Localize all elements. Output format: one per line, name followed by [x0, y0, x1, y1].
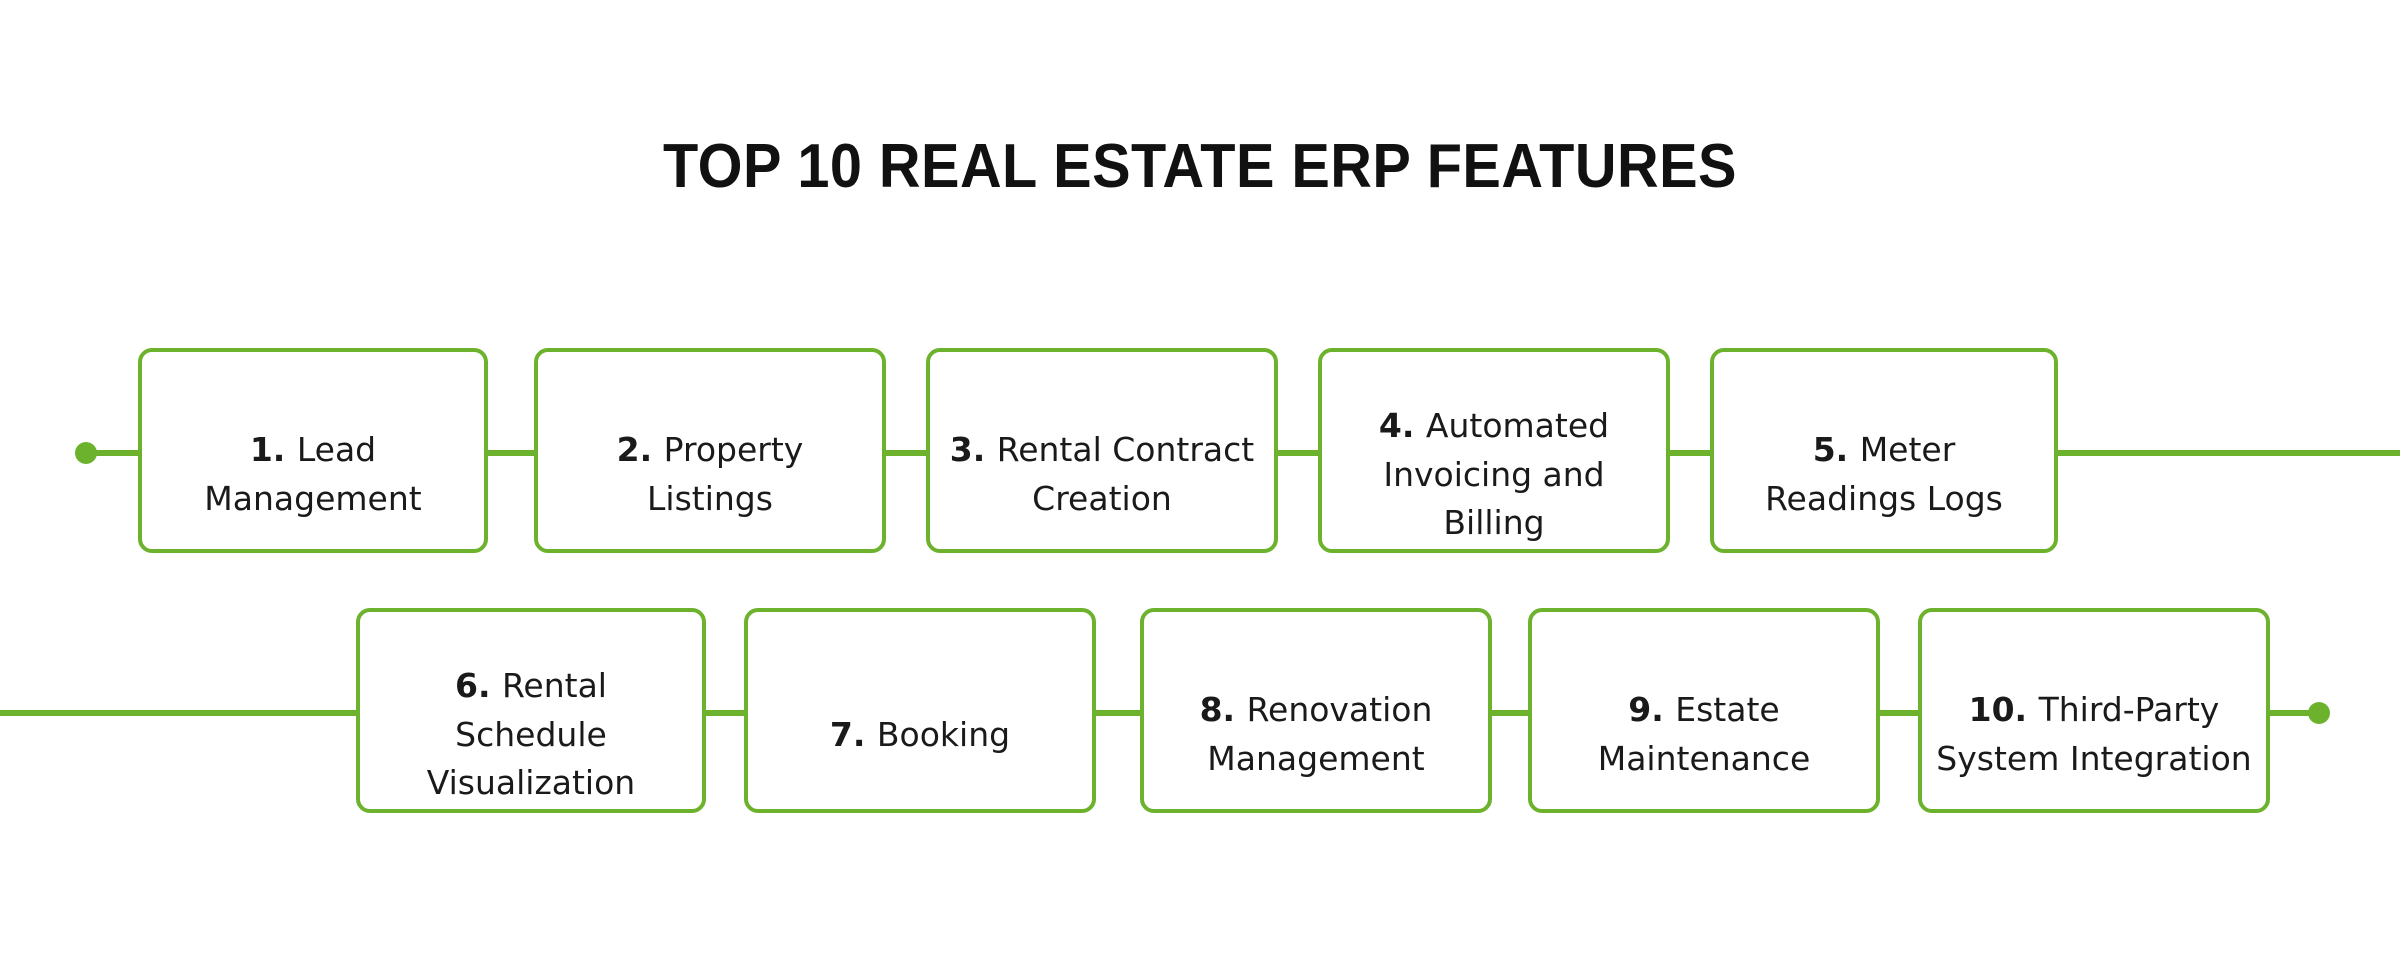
feature-node-3[interactable]: 3. Rental Contract Creation — [926, 348, 1278, 553]
connector-4-to-5 — [1664, 450, 1716, 456]
feature-node-4-text: Automated Invoicing and Billing — [1383, 406, 1610, 542]
feature-node-10[interactable]: 10. Third-Party System Integration — [1918, 608, 2270, 813]
feature-node-10-text: Third-Party System Integration — [1936, 690, 2252, 778]
feature-node-6-text: Rental Schedule Visualization — [426, 666, 636, 802]
feature-node-3-number: 3. — [949, 430, 997, 470]
feature-node-1[interactable]: 1. Lead Management — [138, 348, 488, 553]
feature-node-7-text: Booking — [876, 714, 1011, 754]
feature-node-8-label: 8. Renovation Management — [1200, 638, 1433, 783]
feature-node-1-label: 1. Lead Management — [204, 378, 421, 523]
connector-10-to-end — [2264, 710, 2322, 716]
feature-node-6-label: 6. Rental Schedule Visualization — [427, 614, 635, 807]
connector-6-to-7 — [700, 710, 746, 716]
connector-1-to-2 — [480, 450, 544, 456]
feature-node-8-text: Renovation Management — [1207, 690, 1433, 778]
feature-node-8-number: 8. — [1199, 690, 1247, 730]
feature-node-4[interactable]: 4. Automated Invoicing and Billing — [1318, 348, 1670, 553]
feature-node-4-label: 4. Automated Invoicing and Billing — [1379, 354, 1609, 547]
connector-3-to-4 — [1272, 450, 1326, 456]
feature-node-2-number: 2. — [616, 430, 664, 470]
feature-node-1-number: 1. — [249, 430, 297, 470]
feature-node-10-label: 10. Third-Party System Integration — [1936, 638, 2251, 783]
connector-8-to-9 — [1486, 710, 1532, 716]
feature-node-7-label: 7. Booking — [830, 662, 1010, 758]
feature-node-7[interactable]: 7. Booking — [744, 608, 1096, 813]
feature-node-5[interactable]: 5. Meter Readings Logs — [1710, 348, 2058, 553]
connector-start-to-1 — [86, 450, 148, 456]
feature-node-2-text: Property Listings — [647, 430, 804, 518]
feature-node-2-label: 2. Property Listings — [617, 378, 804, 523]
feature-node-5-number: 5. — [1812, 430, 1860, 470]
feature-node-5-text: Meter Readings Logs — [1765, 430, 2003, 518]
feature-node-8[interactable]: 8. Renovation Management — [1140, 608, 1492, 813]
feature-node-9[interactable]: 9. Estate Maintenance — [1528, 608, 1880, 813]
feature-node-6[interactable]: 6. Rental Schedule Visualization — [356, 608, 706, 813]
feature-node-1-text: Lead Management — [204, 430, 422, 518]
feature-node-5-label: 5. Meter Readings Logs — [1765, 378, 2003, 523]
feature-node-3-text: Rental Contract Creation — [996, 430, 1255, 518]
feature-node-9-text: Estate Maintenance — [1597, 690, 1811, 778]
feature-node-9-label: 9. Estate Maintenance — [1598, 638, 1811, 783]
connector-7-to-8 — [1090, 710, 1144, 716]
feature-node-7-number: 7. — [829, 714, 877, 754]
feature-node-3-label: 3. Rental Contract Creation — [950, 378, 1254, 523]
feature-node-2[interactable]: 2. Property Listings — [534, 348, 886, 553]
connector-2-to-3 — [876, 450, 928, 456]
feature-node-10-number: 10. — [1968, 690, 2039, 730]
feature-node-4-number: 4. — [1378, 406, 1426, 446]
feature-node-6-number: 6. — [454, 666, 502, 706]
feature-node-9-number: 9. — [1628, 690, 1676, 730]
connector-5-to-rowend — [2052, 450, 2400, 456]
page-title: TOP 10 REAL ESTATE ERP FEATURES — [663, 132, 1737, 201]
connector-rowstart-to-6 — [0, 710, 364, 716]
connector-9-to-10 — [1876, 710, 1922, 716]
timeline-end-dot — [2308, 702, 2330, 724]
